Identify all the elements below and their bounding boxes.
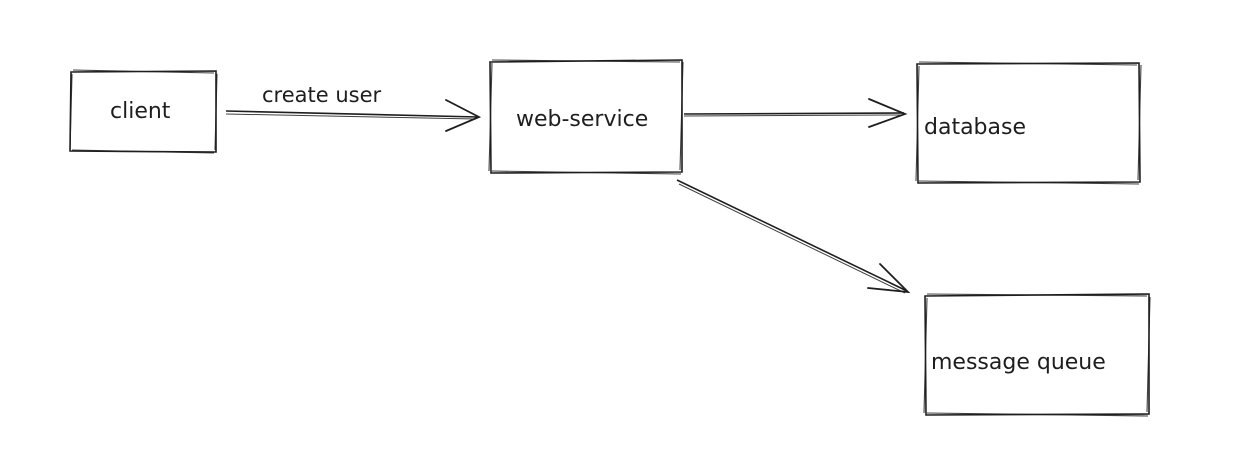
arrowhead-icon (868, 98, 908, 128)
node-message-queue[interactable]: message queue (923, 293, 1151, 417)
edge-client-to-web-service[interactable]: create user (225, 83, 482, 132)
node-database[interactable]: database (915, 61, 1142, 185)
edge-web-service-to-message-queue[interactable] (676, 179, 911, 294)
arrowhead-icon (867, 263, 911, 294)
node-label-client: client (110, 99, 171, 124)
node-client[interactable]: client (69, 69, 218, 154)
node-label-database: database (924, 115, 1026, 140)
node-label-message-queue: message queue (931, 350, 1106, 375)
node-label-web-service: web-service (516, 107, 648, 132)
edge-web-service-to-database[interactable] (683, 98, 908, 128)
arrowhead-icon (445, 99, 482, 132)
node-web-service[interactable]: web-service (488, 59, 684, 175)
edge-label-create-user: create user (262, 83, 382, 107)
